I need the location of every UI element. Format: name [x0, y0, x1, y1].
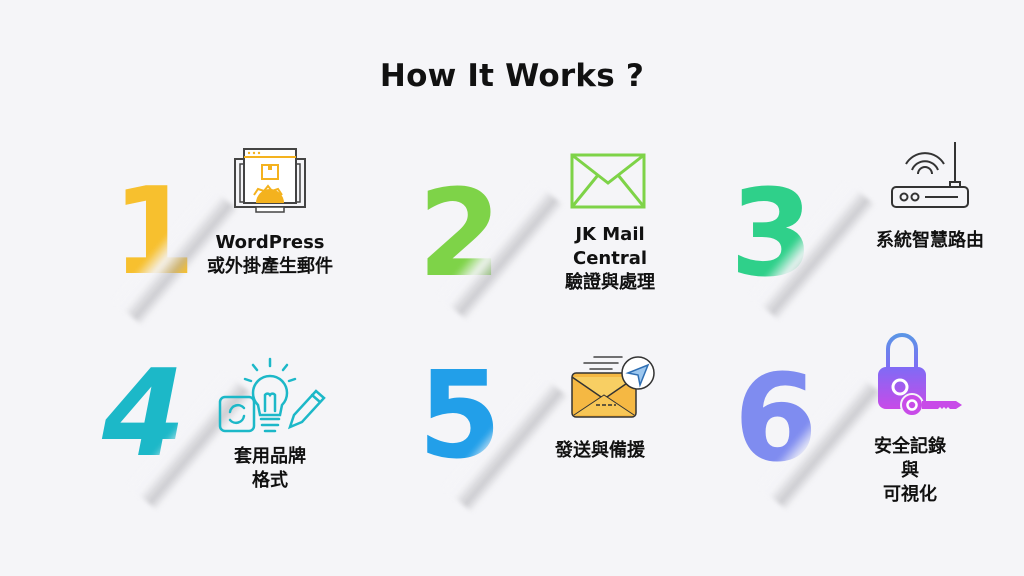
lock-key-icon [878, 333, 962, 417]
step-5: 5 發送與備援 [400, 345, 700, 545]
step-1: 1 WordPress 或外掛產生郵件 [100, 135, 400, 335]
step-3: 3 系統智慧路由 [720, 135, 1020, 335]
step-2: 2 JK Mail Central 驗證與處理 [410, 135, 710, 335]
computer-settings-icon [234, 148, 306, 213]
step-label-2: JK Mail Central 驗證與處理 [565, 224, 655, 293]
step-label-3: 系統智慧路由 [876, 230, 984, 251]
step-label-5: 發送與備援 [555, 440, 645, 461]
step-label-1: WordPress 或外掛產生郵件 [207, 232, 333, 277]
step-label-6: 安全記錄 與 可視化 [874, 436, 946, 505]
step-6: 6 安全記錄 與 可視化 [720, 333, 1020, 535]
lightbulb-pencil-icon [218, 357, 326, 433]
step-4: 4 套用品牌 格式 [90, 345, 390, 545]
step-label-4: 套用品牌 格式 [234, 446, 306, 491]
envelope-icon [570, 153, 646, 209]
page-title: How It Works ? [379, 58, 645, 94]
send-mail-icon [571, 356, 655, 418]
wifi-router-icon [891, 142, 969, 208]
